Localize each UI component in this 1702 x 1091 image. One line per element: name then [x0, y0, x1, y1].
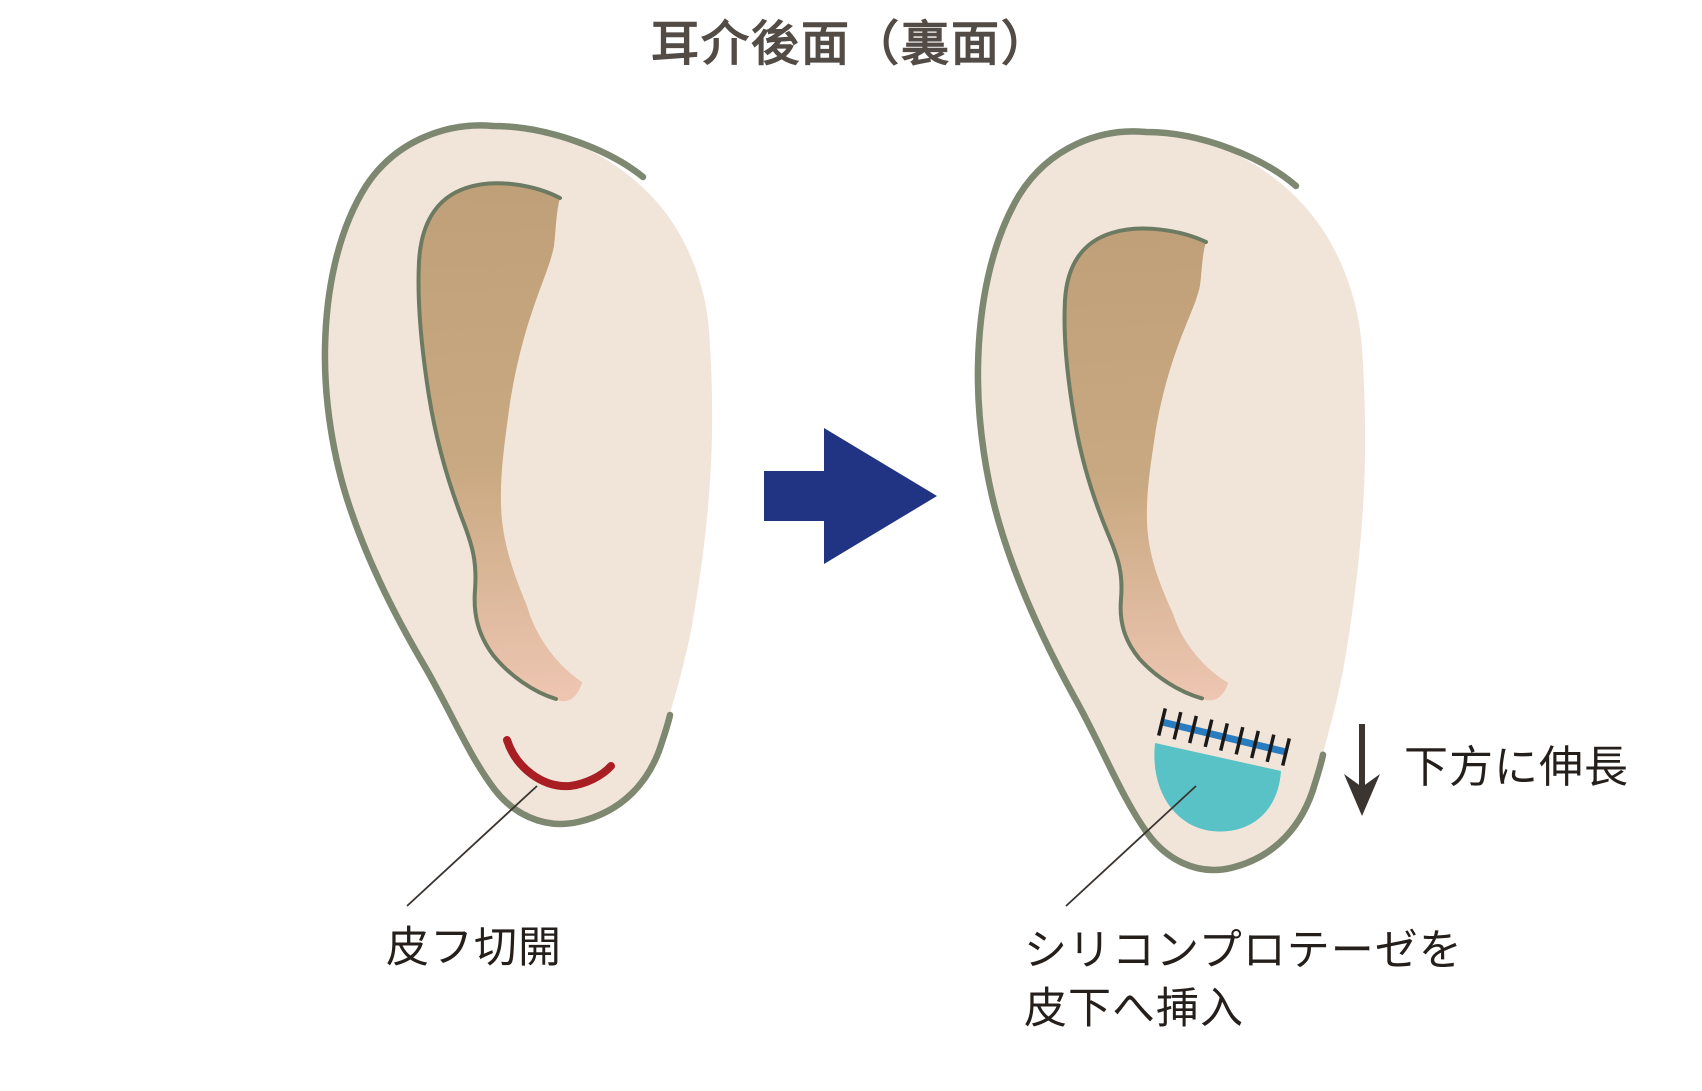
implant-leader-line — [1065, 785, 1197, 907]
right-ear-panel — [978, 131, 1366, 907]
suture-ticks — [1156, 707, 1292, 767]
diagram-title: 耳介後面（裏面） — [650, 18, 1051, 71]
suture-tick-mark — [1187, 715, 1199, 744]
suture-tick-mark — [1172, 711, 1183, 740]
incision-label: 皮フ切開 — [386, 924, 562, 972]
skin-incision-line — [503, 736, 615, 791]
down-arrow-icon — [1344, 724, 1380, 816]
implant-label: シリコンプロテーゼを 皮下へ挿入 — [1024, 922, 1463, 1038]
suture-tick-mark — [1234, 726, 1245, 755]
incision-leader-line — [406, 785, 538, 907]
direction-label: 下方に伸長 — [1404, 743, 1629, 792]
suture-tick-mark — [1203, 719, 1214, 748]
implant-label-line1: シリコンプロテーゼを — [1024, 927, 1463, 975]
suture-tick-mark — [1156, 707, 1168, 737]
suture-tick-mark — [1249, 730, 1261, 759]
transform-right-arrow-icon — [764, 428, 937, 564]
suture-tick-mark — [1218, 722, 1230, 752]
suture-tick-mark — [1280, 737, 1292, 767]
left-ear-panel — [325, 125, 713, 907]
suture-tick-mark — [1265, 734, 1276, 763]
silicone-implant-shape — [1154, 743, 1281, 832]
implant-label-line2: 皮下へ挿入 — [1024, 985, 1244, 1034]
down-arrow-head — [1344, 774, 1380, 816]
